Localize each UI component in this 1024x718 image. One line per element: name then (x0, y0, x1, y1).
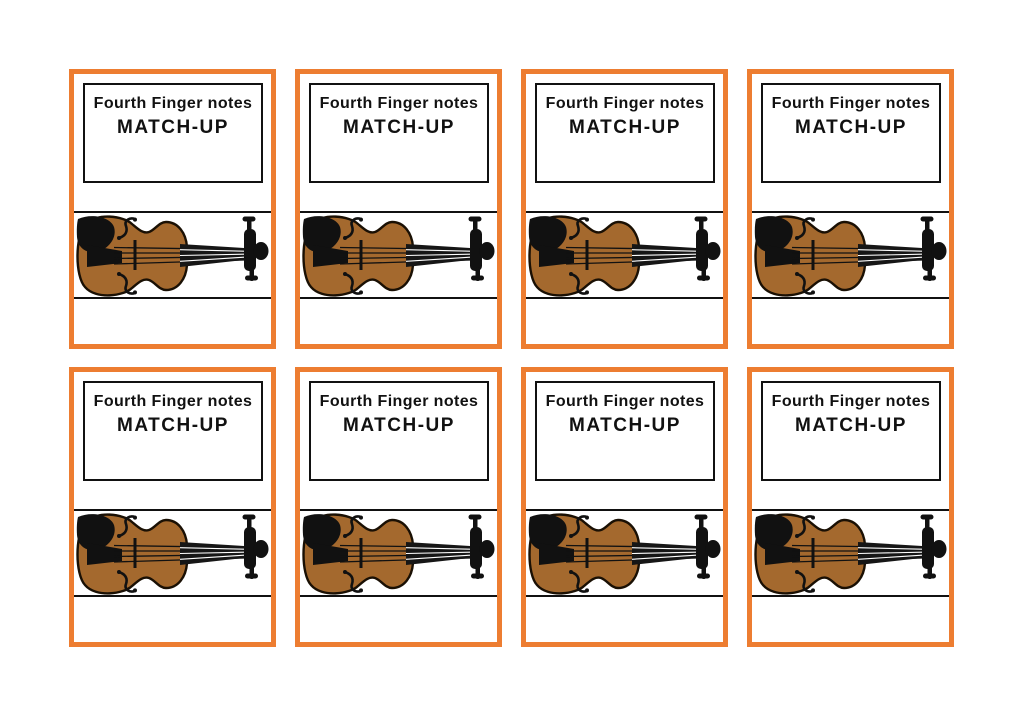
card-title-box: Fourth Finger notes MATCH-UP (535, 381, 715, 481)
violin-staff-illustration (300, 505, 497, 605)
card-title-line2: MATCH-UP (343, 117, 455, 138)
violin-staff-illustration (752, 207, 949, 307)
matchup-card-8: Fourth Finger notes MATCH-UP (747, 367, 954, 647)
card-title-line2: MATCH-UP (343, 415, 455, 436)
card-title-box: Fourth Finger notes MATCH-UP (309, 83, 489, 183)
card-title-box: Fourth Finger notes MATCH-UP (761, 83, 941, 183)
card-title-line1: Fourth Finger notes (545, 393, 705, 410)
card-title-line2: MATCH-UP (795, 415, 907, 436)
card-title-line2: MATCH-UP (117, 415, 229, 436)
card-title-box: Fourth Finger notes MATCH-UP (83, 83, 263, 183)
violin-staff-illustration (526, 207, 723, 307)
card-title-box: Fourth Finger notes MATCH-UP (761, 381, 941, 481)
matchup-card-6: Fourth Finger notes MATCH-UP (295, 367, 502, 647)
card-title-line1: Fourth Finger notes (319, 95, 479, 112)
card-title-line1: Fourth Finger notes (771, 393, 931, 410)
violin-staff-illustration (752, 505, 949, 605)
card-title-box: Fourth Finger notes MATCH-UP (83, 381, 263, 481)
card-title-line1: Fourth Finger notes (93, 95, 253, 112)
card-title-box: Fourth Finger notes MATCH-UP (309, 381, 489, 481)
violin-staff-illustration (74, 505, 271, 605)
matchup-card-7: Fourth Finger notes MATCH-UP (521, 367, 728, 647)
card-title-line1: Fourth Finger notes (319, 393, 479, 410)
card-title-line2: MATCH-UP (795, 117, 907, 138)
violin-staff-illustration (300, 207, 497, 307)
matchup-card-4: Fourth Finger notes MATCH-UP (747, 69, 954, 349)
card-title-box: Fourth Finger notes MATCH-UP (535, 83, 715, 183)
card-title-line1: Fourth Finger notes (771, 95, 931, 112)
card-title-line2: MATCH-UP (569, 415, 681, 436)
matchup-card-5: Fourth Finger notes MATCH-UP (69, 367, 276, 647)
violin-staff-illustration (74, 207, 271, 307)
card-title-line2: MATCH-UP (569, 117, 681, 138)
matchup-card-2: Fourth Finger notes MATCH-UP (295, 69, 502, 349)
card-title-line2: MATCH-UP (117, 117, 229, 138)
card-title-line1: Fourth Finger notes (93, 393, 253, 410)
violin-staff-illustration (526, 505, 723, 605)
matchup-card-3: Fourth Finger notes MATCH-UP (521, 69, 728, 349)
matchup-card-1: Fourth Finger notes MATCH-UP (69, 69, 276, 349)
card-title-line1: Fourth Finger notes (545, 95, 705, 112)
